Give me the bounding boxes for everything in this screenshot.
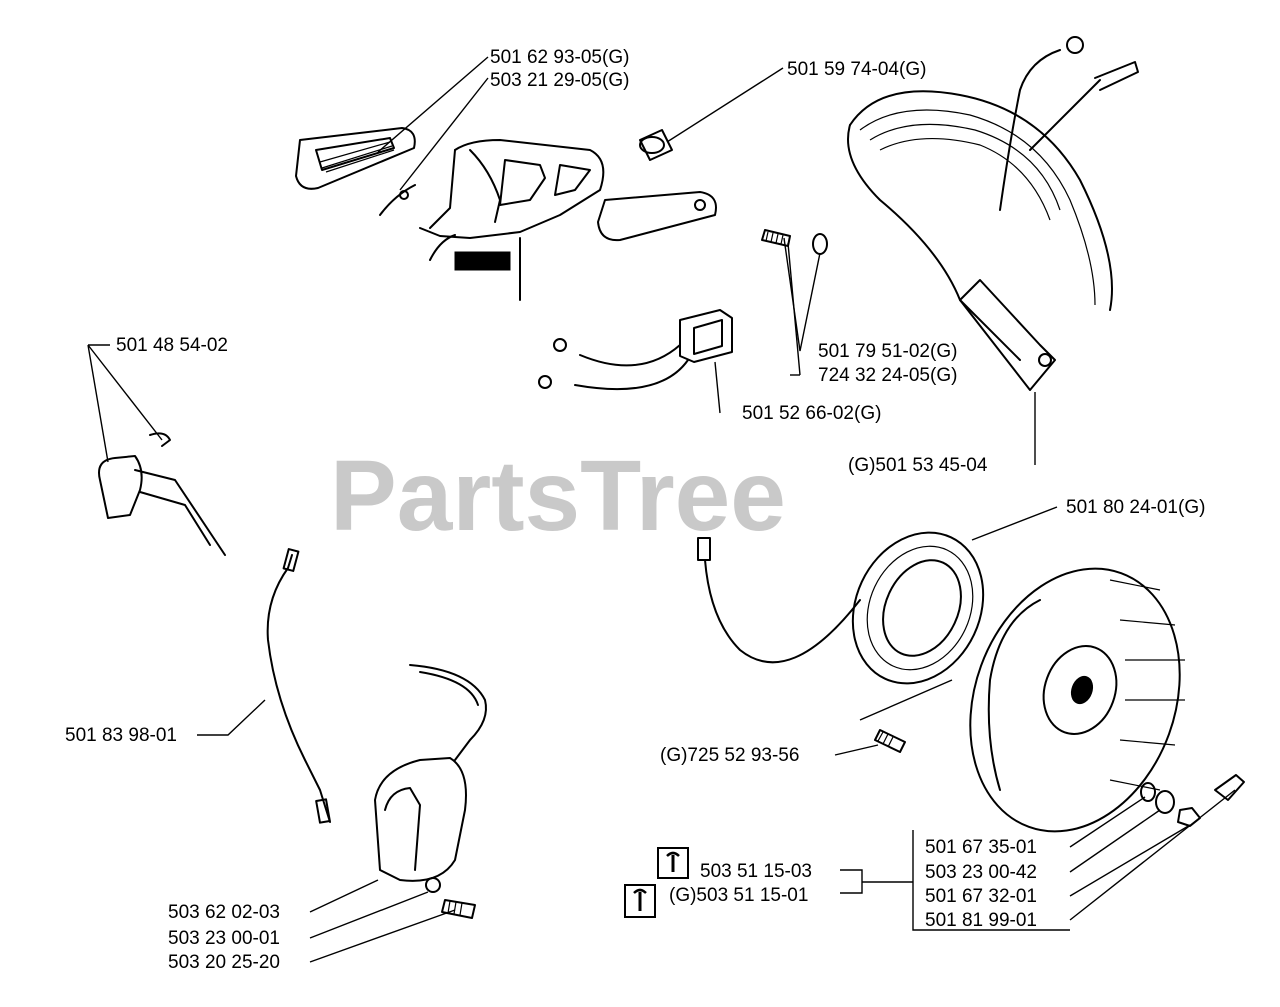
armature-screw-drawing bbox=[874, 729, 906, 753]
flywheel-nut-washer-drawing bbox=[1140, 774, 1245, 827]
stop-switch-drawing bbox=[538, 309, 733, 391]
label-503-23-00-01[interactable]: 503 23 00-01 bbox=[168, 928, 280, 949]
wrench-icon bbox=[624, 884, 656, 918]
label-501-81-99-01[interactable]: 501 81 99-01 bbox=[925, 910, 1037, 931]
label-503-21-29-05[interactable]: 503 21 29-05(G) bbox=[490, 70, 629, 91]
label-501-59-74-04[interactable]: 501 59 74-04(G) bbox=[787, 59, 926, 80]
label-501-67-32-01[interactable]: 501 67 32-01 bbox=[925, 886, 1037, 907]
wrench-icon bbox=[657, 847, 689, 879]
label-503-23-00-42[interactable]: 503 23 00-42 bbox=[925, 862, 1037, 883]
ignition-module-drawing bbox=[847, 36, 1139, 391]
short-circuit-cable-drawing bbox=[266, 548, 331, 824]
screw-washer-drawing bbox=[761, 229, 828, 255]
spacer-tube-drawing bbox=[639, 129, 673, 161]
throttle-trigger-drawing bbox=[98, 432, 226, 556]
label-501-48-54-02[interactable]: 501 48 54-02 bbox=[116, 335, 228, 356]
bracket-plate-drawing bbox=[295, 127, 416, 200]
label-503-62-02-03[interactable]: 503 62 02-03 bbox=[168, 902, 280, 923]
flywheel-drawing bbox=[969, 567, 1185, 833]
leader-lines bbox=[87, 56, 1236, 963]
label-725-52-93-56[interactable]: (G)725 52 93-56 bbox=[660, 745, 799, 766]
label-501-80-24-01[interactable]: 501 80 24-01(G) bbox=[1066, 497, 1205, 518]
armature-drawing bbox=[697, 531, 985, 685]
label-501-52-66-02[interactable]: 501 52 66-02(G) bbox=[742, 403, 881, 424]
label-503-20-25-20[interactable]: 503 20 25-20 bbox=[168, 952, 280, 973]
label-724-32-24-05[interactable]: 724 32 24-05(G) bbox=[818, 365, 957, 386]
label-503-51-15-03[interactable]: 503 51 15-03 bbox=[700, 861, 812, 882]
cover-housing-drawing bbox=[379, 139, 605, 301]
label-501-53-45-04[interactable]: (G)501 53 45-04 bbox=[848, 455, 988, 476]
watermark: PartsTree bbox=[330, 440, 786, 552]
ignition-coil-drawing bbox=[374, 664, 487, 919]
label-501-79-51-02[interactable]: 501 79 51-02(G) bbox=[818, 341, 957, 362]
switch-plate-drawing bbox=[597, 191, 717, 242]
label-503-51-15-01[interactable]: (G)503 51 15-01 bbox=[669, 885, 808, 906]
label-501-67-35-01[interactable]: 501 67 35-01 bbox=[925, 837, 1037, 858]
label-501-62-93-05[interactable]: 501 62 93-05(G) bbox=[490, 47, 629, 68]
label-501-83-98-01[interactable]: 501 83 98-01 bbox=[65, 725, 177, 746]
